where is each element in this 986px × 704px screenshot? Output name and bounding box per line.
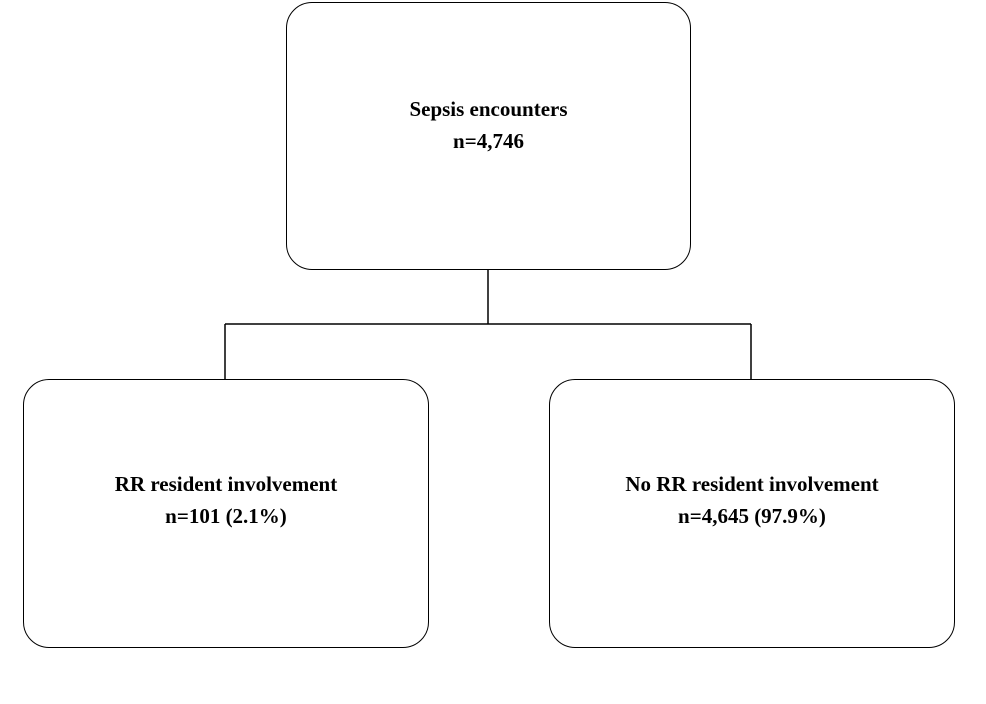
root-count: n=4,746 (453, 129, 524, 153)
sepsis-encounters-box: Sepsis encounters n=4,746 (286, 2, 691, 270)
no-rr-resident-involvement-box: No RR resident involvement n=4,645 (97.9… (549, 379, 955, 648)
root-title: Sepsis encounters (409, 97, 568, 121)
right-title: No RR resident involvement (625, 471, 879, 496)
left-title: RR resident involvement (114, 471, 338, 496)
left-count: n=101 (2.1%) (165, 503, 287, 528)
rr-resident-involvement-box: RR resident involvement n=101 (2.1%) (23, 379, 429, 648)
right-count: n=4,645 (97.9%) (678, 503, 826, 528)
